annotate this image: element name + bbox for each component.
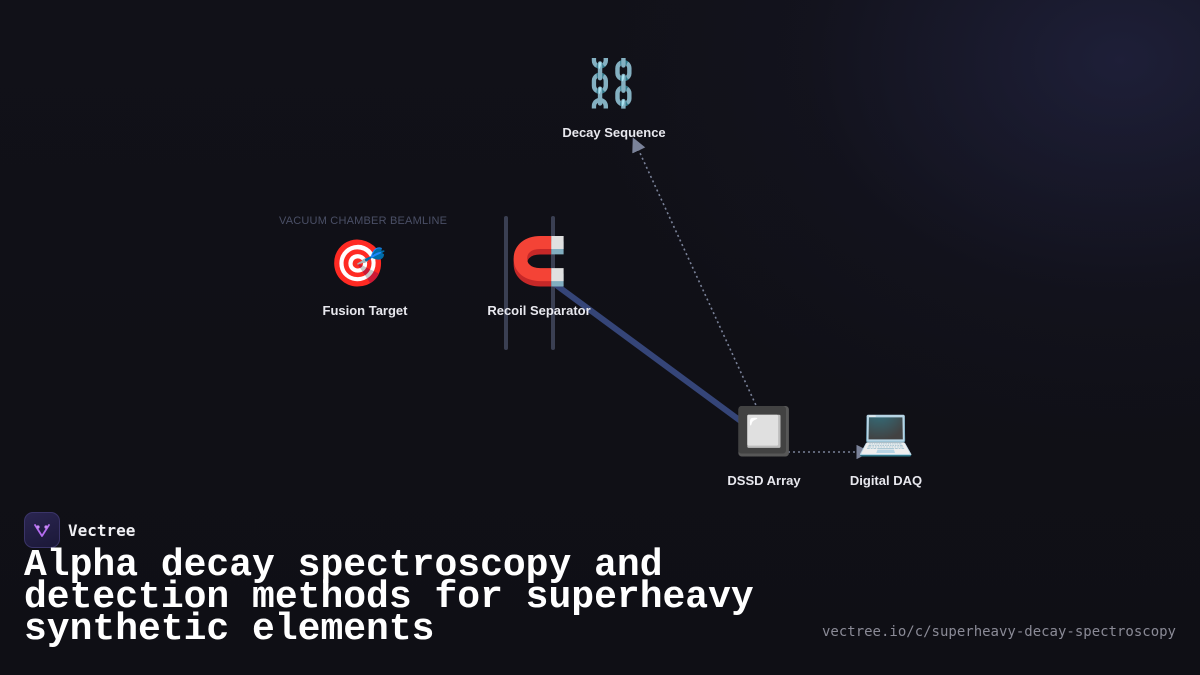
target-icon: 🎯 bbox=[329, 236, 387, 290]
vectree-logo-icon bbox=[24, 512, 60, 548]
headline: Alpha decay spectroscopy and detection m… bbox=[24, 544, 754, 651]
magnet-icon: 🧲 bbox=[510, 234, 568, 288]
node-label-fusion-target: Fusion Target bbox=[322, 303, 408, 318]
node-label-digital-daq: Digital DAQ bbox=[849, 473, 923, 488]
edge-separator-to-dssd bbox=[549, 279, 745, 425]
brand: Vectree bbox=[24, 512, 135, 548]
laptop-icon: 💻 bbox=[857, 404, 915, 458]
node-label-recoil-separator: Recoil Separator bbox=[487, 303, 591, 318]
zone-label-vacuum-chamber: VACUUM CHAMBER BEAMLINE bbox=[279, 215, 448, 227]
node-label-decay-sequence: Decay Sequence bbox=[562, 125, 666, 140]
brand-name: Vectree bbox=[68, 520, 136, 540]
node-label-dssd-array: DSSD Array bbox=[727, 473, 801, 488]
chain-icon: ⛓️ bbox=[583, 56, 641, 110]
footer-url[interactable]: vectree.io/c/superheavy-decay-spectrosco… bbox=[821, 624, 1176, 640]
detector-chip-icon: 🔲 bbox=[735, 404, 793, 458]
edge-dssd-to-decay-sequence bbox=[632, 137, 761, 415]
